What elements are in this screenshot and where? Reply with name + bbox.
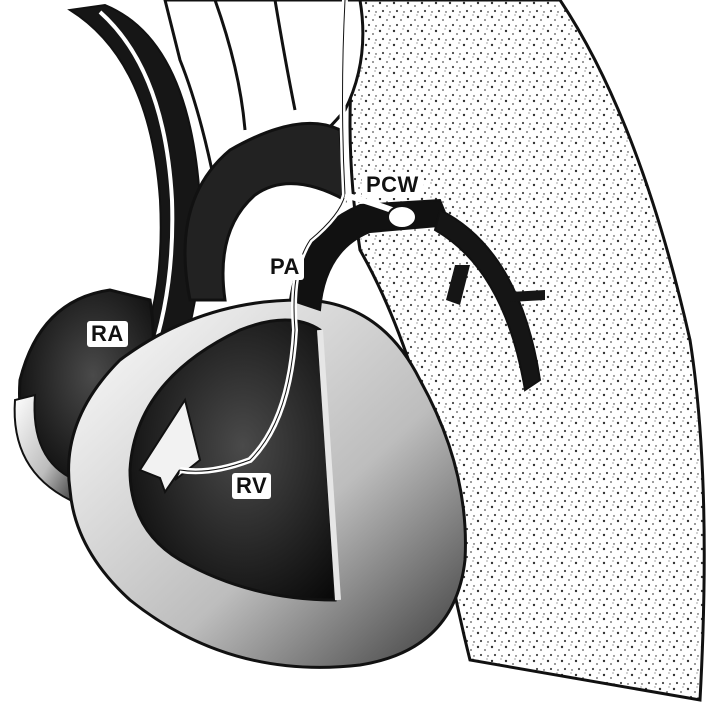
label-right-ventricle: RV [232, 473, 271, 499]
wedge-balloon [388, 206, 416, 228]
label-right-atrium: RA [87, 321, 128, 347]
label-pulmonary-artery: PA [266, 254, 304, 280]
label-pulmonary-capillary-wedge: PCW [362, 172, 423, 198]
pulmonary-side-branch-2 [510, 290, 545, 302]
